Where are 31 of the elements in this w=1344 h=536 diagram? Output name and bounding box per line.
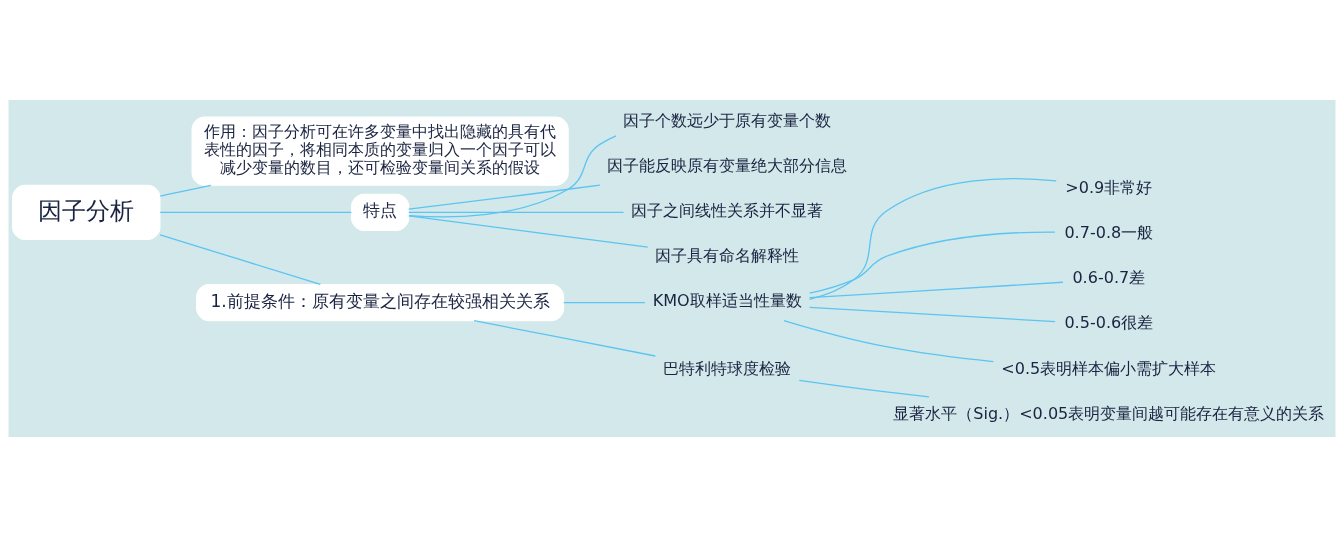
connector — [808, 306, 1056, 322]
node-text: 因子之间线性关系并不显著 — [631, 200, 824, 220]
connector — [473, 319, 656, 357]
node-box: 特点 — [351, 193, 410, 231]
connector — [808, 230, 1056, 294]
node-text: 因子个数远少于原有变量个数 — [623, 110, 832, 130]
connector — [408, 211, 625, 213]
node-text: 巴特利特球度检验 — [663, 358, 792, 378]
connector — [159, 211, 352, 213]
node-box: 1.前提条件：原有变量之间存在较强相关关系 — [196, 283, 565, 321]
connector — [159, 233, 321, 285]
connector — [783, 319, 994, 362]
connector — [159, 184, 212, 197]
node-box: 因子分析 — [12, 184, 161, 240]
node-text: KMO取样适当性量数 — [652, 290, 802, 310]
node-text: 0.6-0.7差 — [1072, 267, 1146, 287]
node-text: 0.7-0.8一般 — [1064, 222, 1154, 242]
node-box: 作用：因子分析可在许多变量中找出隐藏的具有代表性的因子，将相同本质的变量归入一个因子可以减少变量的数目，还可检验变量间关系的假设 — [191, 116, 569, 186]
connector — [563, 301, 646, 303]
connector — [798, 379, 930, 397]
connector — [808, 281, 1064, 298]
node-text: 显著水平（Sig.）<0.05表明变量间越可能存在有意义的关系 — [893, 403, 1325, 423]
node-text: >0.9非常好 — [1065, 177, 1153, 197]
connector — [808, 177, 1057, 300]
node-text: 因子能反映原有变量绝大部分信息 — [607, 155, 848, 175]
node-text: 0.5-0.6很差 — [1064, 312, 1154, 332]
node-text: <0.5表明样本偏小需扩大样本 — [1001, 358, 1217, 378]
connector — [408, 214, 649, 248]
connector — [408, 183, 601, 210]
connector — [408, 134, 617, 218]
node-text: 因子具有命名解释性 — [655, 245, 800, 265]
